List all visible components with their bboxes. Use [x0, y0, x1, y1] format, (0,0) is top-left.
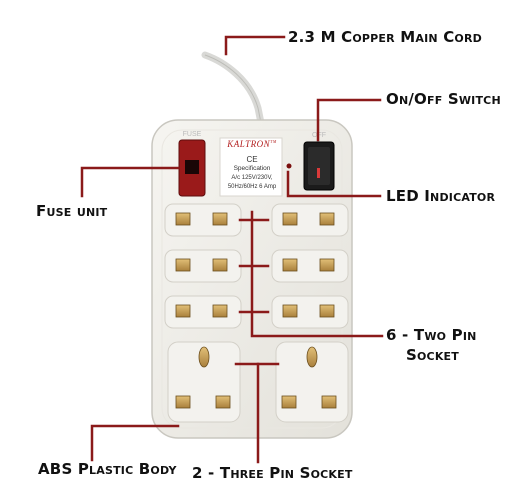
fuse-cap	[185, 160, 199, 174]
cord-leader	[224, 35, 286, 56]
two-pin-callout: 6 - Two Pin Socket	[386, 326, 477, 364]
spec-line-1: A/c 125V/230V,	[231, 175, 273, 181]
three-pin-callout: 2 - Three Pin Socket	[192, 464, 353, 482]
two-pin-sockets	[164, 203, 349, 329]
two-pin-leader	[250, 210, 384, 338]
two-pin-socket	[271, 203, 349, 237]
spec-line-2: 50Hz/60Hz 6 Amp	[227, 184, 277, 190]
trademark: TM	[270, 139, 277, 144]
two-pin-socket	[271, 249, 349, 283]
fuse-mark: FUSE	[183, 131, 202, 138]
callout-leader-lines	[80, 35, 384, 464]
two-pin-contacts	[175, 212, 335, 318]
switch-leader	[316, 98, 382, 142]
two-pin-socket	[271, 295, 349, 329]
cord-callout: 2.3 M Copper Main Cord	[288, 28, 482, 46]
body-leader	[90, 424, 180, 462]
spec-label	[219, 137, 283, 197]
fuse-callout: Fuse unit	[36, 202, 108, 220]
brand-name: KALTRON	[227, 139, 271, 149]
brand-logo: KALTRONTM	[222, 139, 282, 149]
ce-mark: CE	[246, 155, 258, 164]
switch-callout: On/Off Switch	[386, 90, 501, 108]
body-callout: ABS Plastic Body	[38, 460, 177, 478]
three-pin-contacts	[175, 346, 337, 409]
fuse-leader	[80, 166, 180, 198]
led-indicator	[286, 163, 292, 169]
led-leader	[286, 170, 382, 198]
main-cord	[201, 51, 266, 132]
spec-title: Specification	[233, 165, 271, 172]
led-callout: LED Indicator	[386, 187, 496, 205]
